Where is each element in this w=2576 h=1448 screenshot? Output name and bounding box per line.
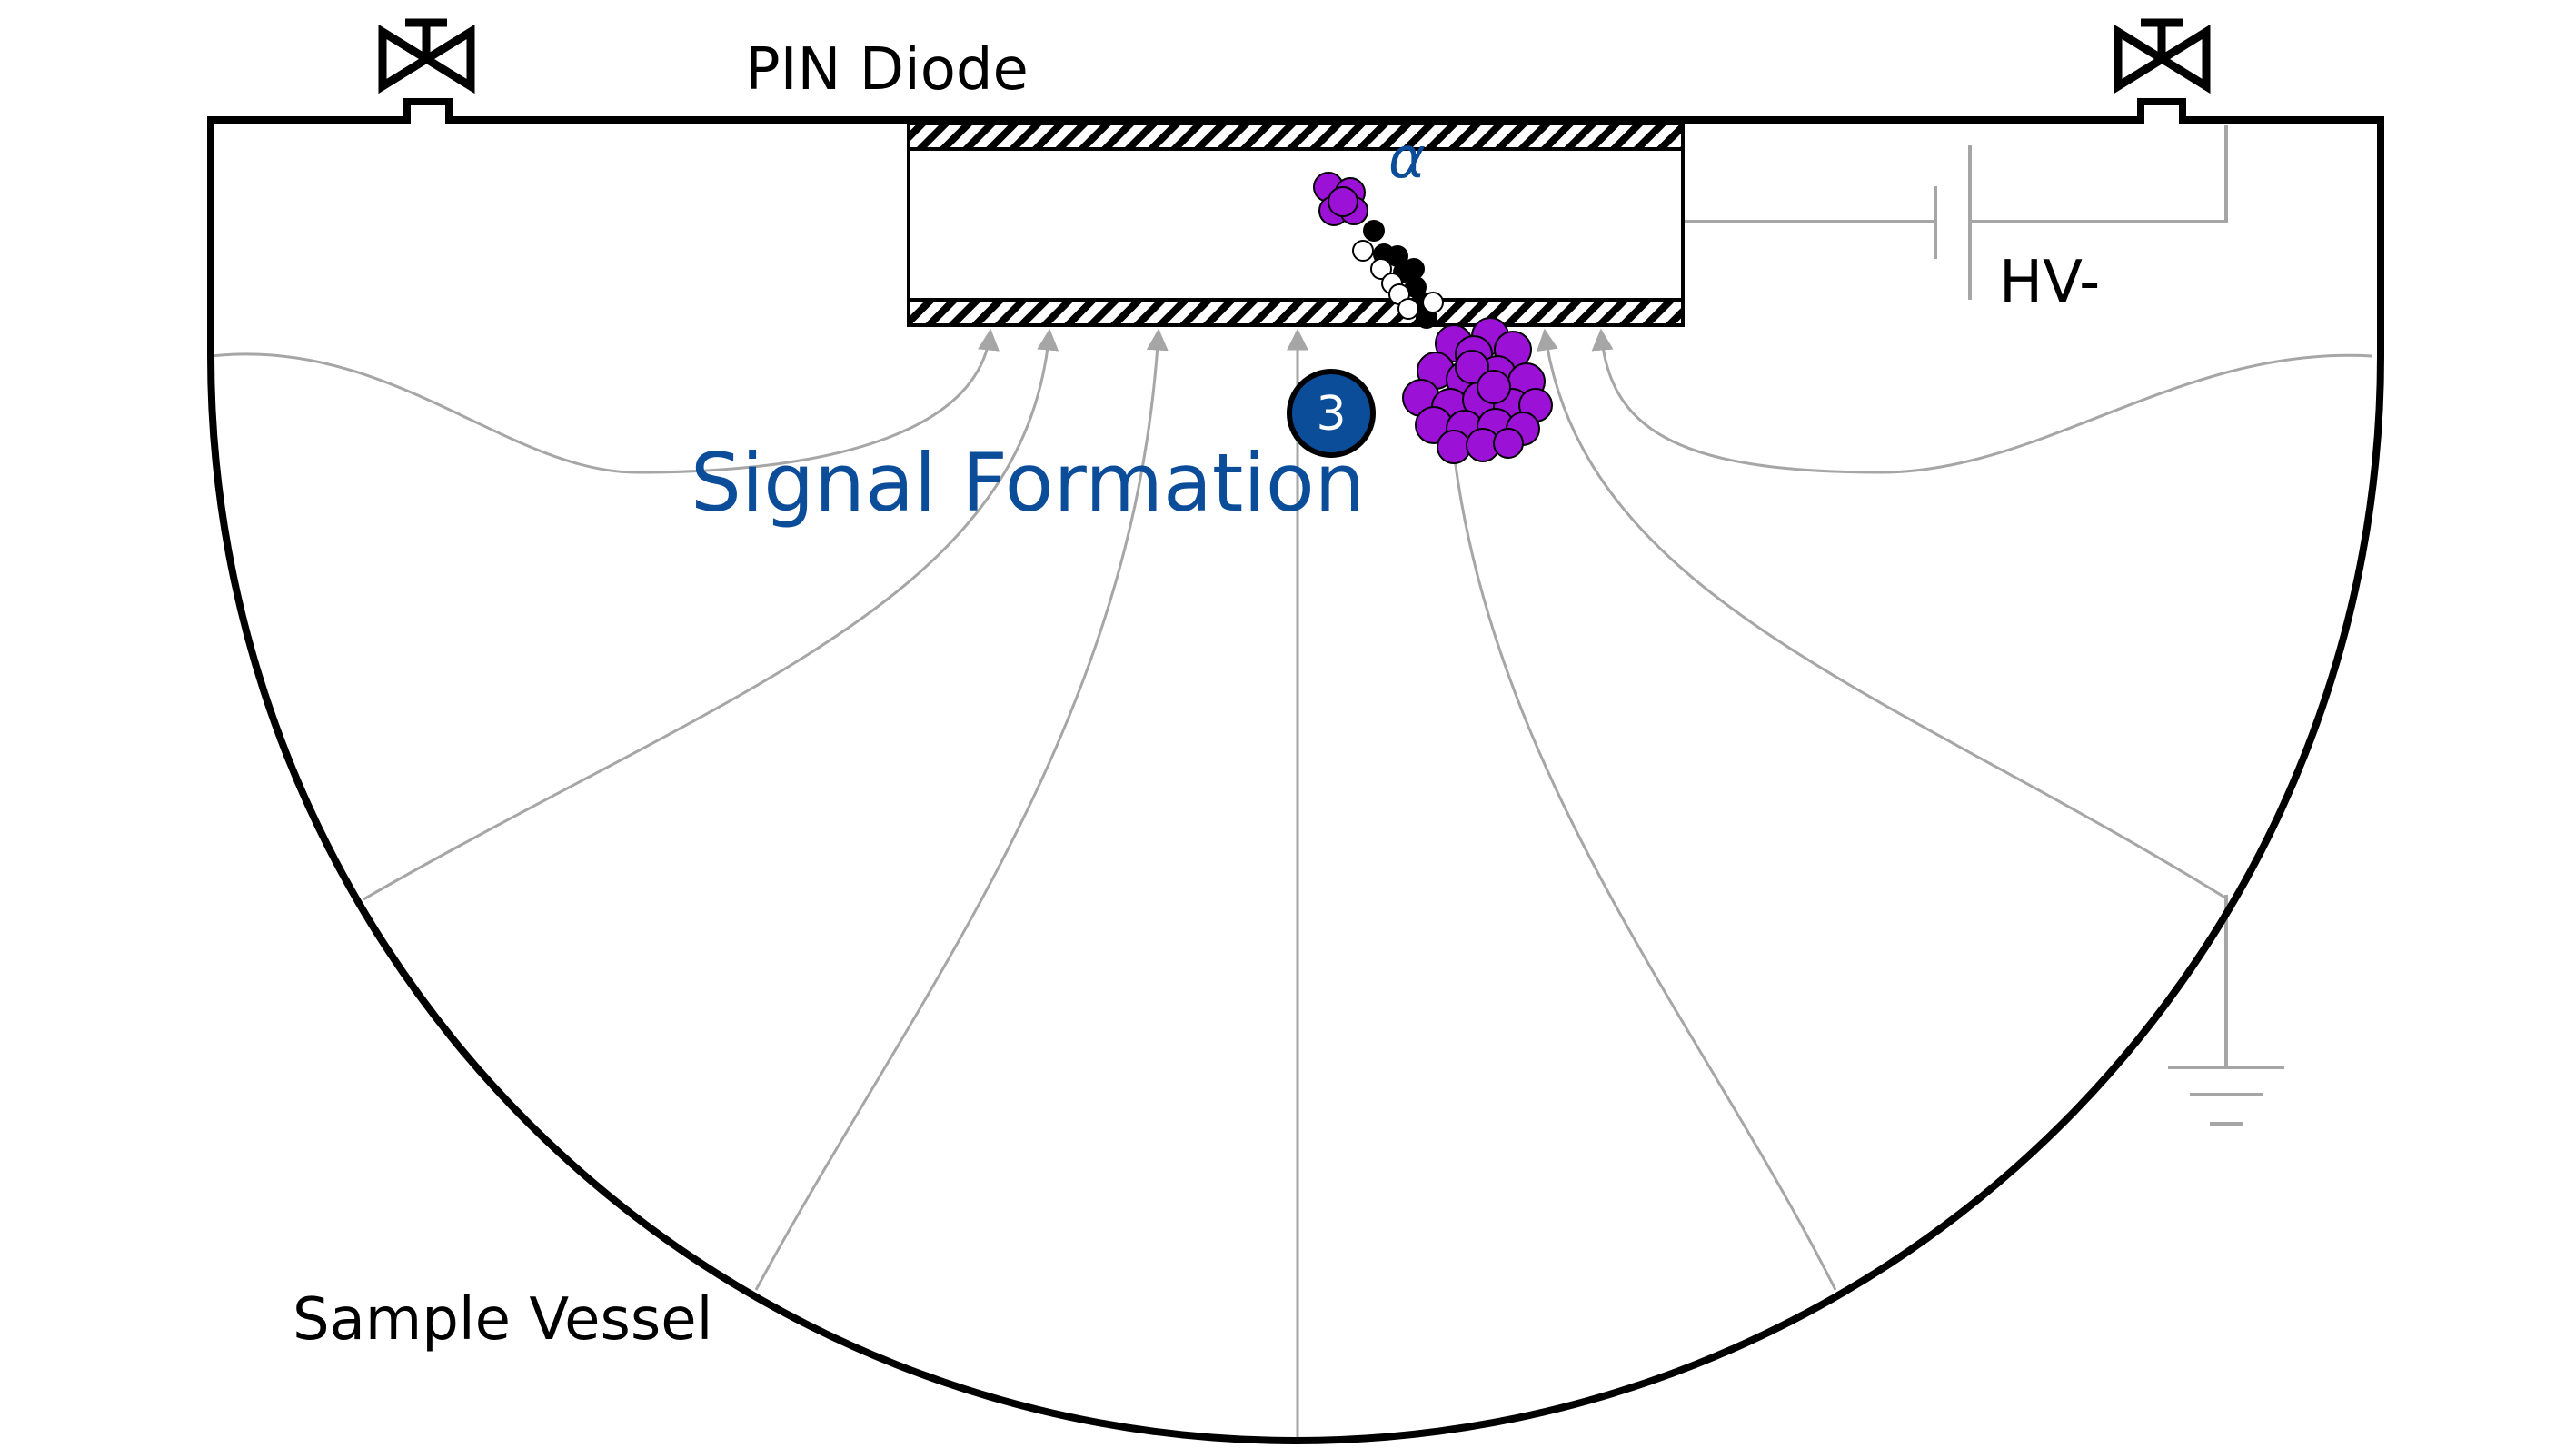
field-lines <box>210 328 2372 1441</box>
hv-label: HV- <box>1999 249 2100 316</box>
sample-vessel-label: Sample Vessel <box>293 1286 712 1354</box>
field-line <box>1537 328 2229 901</box>
field-line <box>754 328 1169 1291</box>
field-line <box>1591 328 2372 474</box>
sample-vessel-outline <box>207 98 2384 1444</box>
field-line <box>210 328 1000 474</box>
step-number: 3 <box>1316 387 1346 441</box>
alpha-track <box>1352 220 1444 329</box>
pin-diode <box>907 122 1685 327</box>
alpha-label: α <box>1388 124 1426 191</box>
valve-icon-left <box>378 18 475 94</box>
recoil-nucleus <box>1402 317 1553 464</box>
signal-formation-label: Signal Formation <box>691 436 1365 530</box>
hv-circuit <box>1683 125 2284 1126</box>
valve-icon-right <box>2114 18 2211 94</box>
field-line <box>1435 328 1837 1291</box>
alpha-particle <box>1313 172 1368 226</box>
field-line <box>363 328 1059 901</box>
step-badge: 3 <box>1287 369 1376 458</box>
ground-symbol <box>2168 1066 2284 1126</box>
pin-diode-label: PIN Diode <box>745 36 1029 104</box>
